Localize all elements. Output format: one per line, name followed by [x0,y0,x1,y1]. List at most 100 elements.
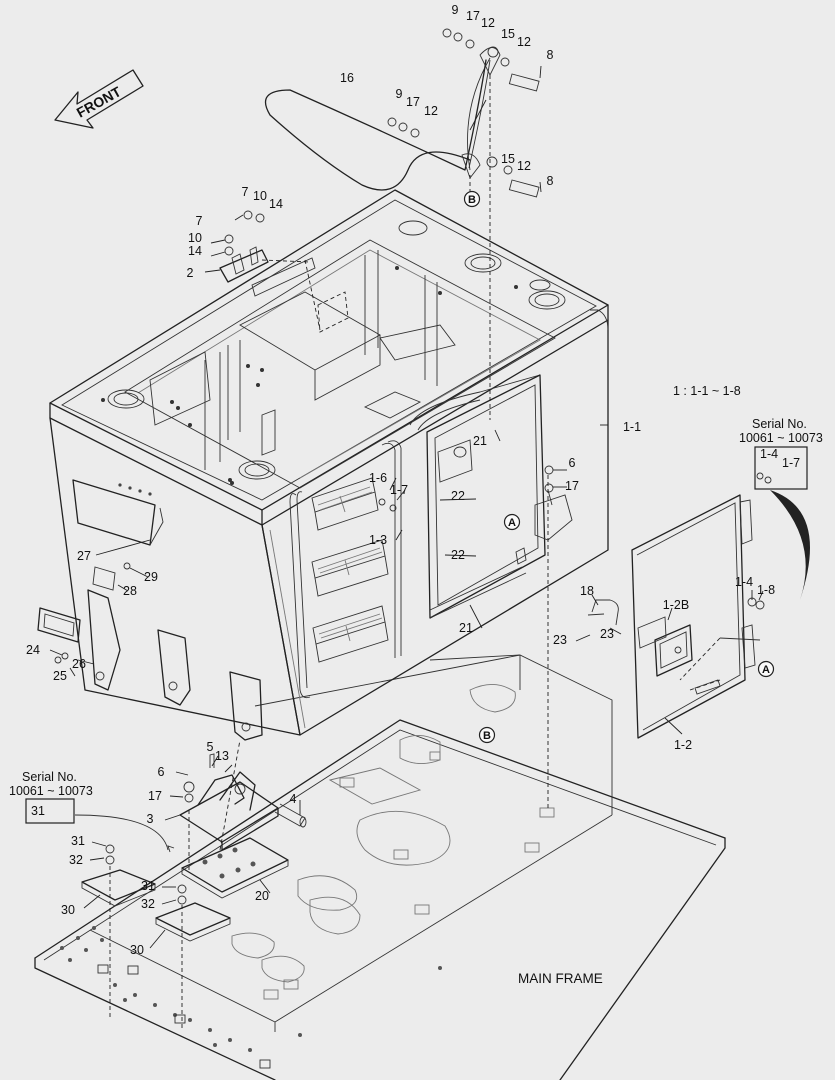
part-number-label: 12 [481,16,495,30]
serial-box-1-title: Serial No. [752,417,807,431]
part-number-label: 16 [340,71,354,85]
part-number-label: 2 [187,266,194,280]
leader-line [539,181,542,193]
leader-line [259,879,271,894]
leader-line [49,649,63,656]
leader-line [575,634,591,642]
part-number-label: 30 [130,943,144,957]
part-number-label: 20 [255,889,269,903]
serial-box-1-frame [754,446,808,490]
part-number-label: 31 [141,879,155,893]
ref-mark-b-upper: B [468,194,476,206]
leader-line [494,429,501,442]
leader-line [591,594,599,606]
door-panel-drawing [587,494,756,739]
part-number-label: 7 [242,185,249,199]
leader-line [210,251,226,257]
cable-assembly-drawing [54,28,772,905]
part-number-label: 32 [69,853,83,867]
part-number-label: 3 [147,812,154,826]
part-number-label: 4 [290,792,297,806]
main-frame-drawing [34,654,726,1080]
ref-mark-a-box: A [508,517,516,529]
leader-line [91,841,107,847]
serial-box-1-range: 10061 ~ 10073 [739,431,823,445]
part-number-label: 1-3 [369,533,387,547]
part-number-label: 14 [188,244,202,258]
leader-lines [49,65,764,949]
part-number-label: 17 [565,479,579,493]
part-number-label: 31 [71,834,85,848]
leader-line [396,489,406,501]
leader-line [389,477,397,491]
serial-box-1-part-a: 1-4 [760,447,778,461]
leader-line [129,567,149,578]
legend-note: 1 : 1-1 ~ 1-8 [673,384,741,398]
leader-line [169,795,184,798]
serial-box-2-part: 31 [31,804,45,818]
leader-line [667,607,673,621]
ref-mark-a-door: A [762,664,770,676]
leader-line [758,590,764,601]
part-number-label: 10 [253,189,267,203]
part-number-label: 25 [53,669,67,683]
leader-line [539,65,542,79]
ref-circle-b-frame [478,726,496,744]
part-number-label: 17 [406,95,420,109]
part-number-label: 12 [517,159,531,173]
leader-line [444,554,477,557]
part-number-label: 6 [569,456,576,470]
part-number-label: 8 [547,174,554,188]
part-number-label: 1-2 [674,738,692,752]
drawing-labels: FRONT 1 : 1-1 ~ 1-8 MAIN FRAME Serial No… [9,83,823,986]
part-number-label: 13 [215,749,229,763]
leader-line [149,929,166,949]
leader-line [664,717,683,735]
part-number-label: 6 [158,765,165,779]
hinge-and-plates-drawing [74,490,810,1030]
ref-circle-a-box [503,513,521,531]
leader-line [609,627,622,635]
part-number-label: 9 [452,3,459,17]
part-number-label: 21 [459,621,473,635]
leader-line [439,498,477,501]
part-number-label: 1-2B [663,598,689,612]
part-number-label: 8 [547,48,554,62]
leader-line [69,667,76,677]
leader-line [469,604,483,629]
part-number-label: 9 [396,87,403,101]
leader-line [469,99,487,131]
part-number-label: 26 [72,657,86,671]
leader-line [77,659,95,665]
leader-line [210,239,226,244]
part-number-label: 22 [451,489,465,503]
leader-line [211,755,219,767]
part-number-label: 30 [61,903,75,917]
cabin-box-drawing [37,189,609,741]
front-direction-arrow [54,69,144,129]
part-number-label: 1-4 [735,575,753,589]
part-number-label: 12 [424,104,438,118]
part-number-label: 28 [123,584,137,598]
leader-line [395,529,403,541]
part-number-label: 10 [188,231,202,245]
leader-line [161,899,177,905]
leader-line [224,764,233,773]
part-number-label: 27 [77,549,91,563]
part-number-label: 5 [207,740,214,754]
serial-box-1-part-b: 1-7 [782,456,800,470]
ref-mark-b-frame: B [483,730,491,742]
part-number-label: 15 [501,152,515,166]
part-number-label: 17 [466,9,480,23]
serial-box-2-range: 10061 ~ 10073 [9,784,93,798]
leader-line [164,814,181,821]
leader-line [175,771,189,776]
leader-line [117,584,129,592]
ref-circle-a-door [757,660,775,678]
leader-line [204,269,221,273]
leader-line [83,894,101,909]
part-number-label: 29 [144,570,158,584]
part-number-label: 12 [517,35,531,49]
